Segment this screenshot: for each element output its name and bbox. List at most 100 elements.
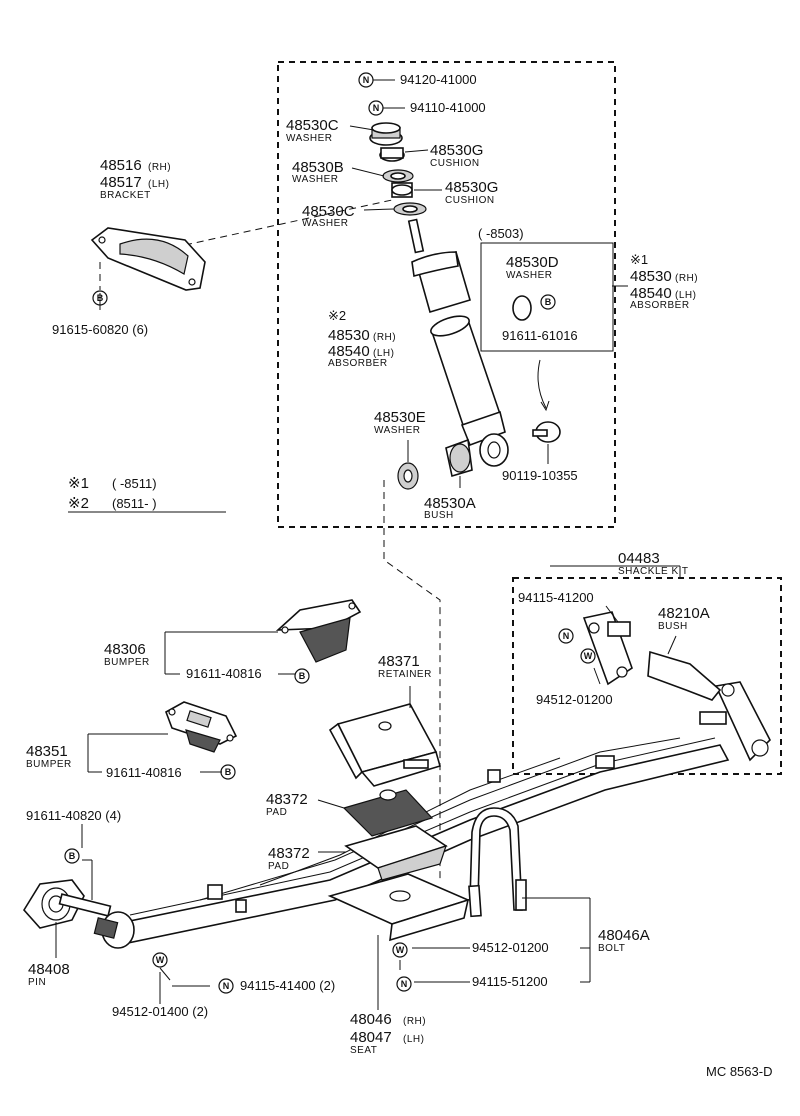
washer-callout-letter: W (396, 945, 405, 955)
label-48540-lh-1: 48540 (630, 285, 672, 302)
label-94512-01400: 94512-01400 (2) (112, 1004, 208, 1019)
label-94115-51200: 94115-51200 (472, 974, 548, 989)
label-48372-lower: 48372 (268, 845, 310, 862)
nut-callout-letter: N (563, 631, 570, 641)
label-48351: 48351 (26, 743, 68, 760)
absorber-group-box (277, 61, 616, 528)
name-cushion-1: CUSHION (430, 158, 480, 169)
note2-mark: ※2 (68, 495, 89, 512)
label-91611-40816-1: 91611-40816 (186, 666, 262, 681)
lh-tag-bracket: (LH) (148, 179, 169, 190)
label-94512-01200-shackle: 94512-01200 (536, 692, 613, 707)
name-pad-2: PAD (268, 861, 289, 872)
washer-callout-circle (152, 952, 168, 968)
bolt-callout-circle (540, 294, 556, 310)
name-bush-2: BUSH (658, 621, 688, 632)
label-48530g-upper: 48530G (430, 142, 483, 159)
name-washer-2: WASHER (292, 174, 339, 185)
label-94110-41000: 94110-41000 (410, 100, 486, 115)
bumper-48306 (275, 599, 362, 663)
label-48530d: 48530D (506, 254, 559, 271)
name-bracket: BRACKET (100, 190, 151, 201)
nut-callout-letter: N (223, 981, 230, 991)
name-pin: PIN (28, 977, 46, 988)
label-range-8503: ( -8503) (478, 226, 524, 241)
label-91611-40820: 91611-40820 (4) (26, 808, 121, 823)
label-94115-41400: 94115-41400 (2) (240, 978, 335, 993)
rh-tag-1: (RH) (675, 273, 698, 284)
label-mark1-absorber: ※1 (630, 252, 648, 267)
label-48046a: 48046A (598, 927, 650, 944)
label-48047: 48047 (350, 1029, 392, 1046)
label-48530-rh-2: 48530 (328, 327, 370, 344)
name-retainer: RETAINER (378, 669, 432, 680)
bolt-callout-letter: B (225, 767, 232, 777)
pin-48408 (23, 879, 135, 949)
label-48371: 48371 (378, 653, 420, 670)
note1-mark: ※1 (68, 475, 89, 492)
nut-callout-circle (558, 628, 574, 644)
label-48530c-upper: 48530C (286, 117, 339, 134)
name-washer-4: WASHER (506, 270, 553, 281)
nut-callout-circle (396, 976, 412, 992)
connector-line-center (383, 480, 441, 880)
bolt-callout-letter: B (299, 671, 306, 681)
label-91611-40816-2: 91611-40816 (106, 765, 182, 780)
bolt-callout-letter: B (69, 851, 76, 861)
label-94115-41200: 94115-41200 (518, 590, 594, 605)
name-absorber-2: ABSORBER (328, 358, 388, 369)
nut-callout-letter: N (373, 103, 380, 113)
name-pad-1: PAD (266, 807, 287, 818)
note2-range: (8511- ) (112, 496, 157, 511)
label-94120-41000: 94120-41000 (400, 72, 477, 87)
nut-callout-letter: N (363, 75, 370, 85)
absorber-inset-box (480, 242, 614, 352)
bracket-part (90, 227, 206, 291)
bolt-callout-circle (294, 668, 310, 684)
name-washer-3: WASHER (302, 218, 349, 229)
leader-lines (55, 79, 681, 1010)
label-48408: 48408 (28, 961, 70, 978)
label-48210a: 48210A (658, 605, 710, 622)
name-bolt: BOLT (598, 943, 625, 954)
label-48046: 48046 (350, 1011, 392, 1028)
connector-line-bracket (184, 199, 393, 246)
pad-48372-lower (344, 825, 448, 881)
name-absorber-1: ABSORBER (630, 300, 690, 311)
seat-48046 (327, 873, 471, 942)
diagram-code: MC 8563-D (706, 1064, 772, 1079)
label-48517: 48517 (100, 174, 142, 191)
bumper-48351 (165, 701, 238, 753)
shackle-parts (582, 611, 771, 762)
label-48540-lh-2: 48540 (328, 343, 370, 360)
label-04483: 04483 (618, 550, 660, 567)
u-bolt-48046A (468, 807, 527, 918)
bolt-callout-letter: B (545, 297, 552, 307)
name-washer-5: WASHER (374, 425, 421, 436)
label-48530b: 48530B (292, 159, 344, 176)
absorber-assembly (369, 122, 561, 490)
label-48530c-lower: 48530C (302, 203, 355, 220)
name-seat: SEAT (350, 1045, 377, 1056)
lh-tag-seat: (LH) (403, 1034, 424, 1045)
label-91611-61016: 91611-61016 (502, 328, 578, 343)
washer-callout-circle (580, 648, 596, 664)
label-48530e: 48530E (374, 409, 426, 426)
washer-callout-circle (392, 942, 408, 958)
label-48530g-lower: 48530G (445, 179, 498, 196)
note1-range: ( -8511) (112, 476, 157, 491)
retainer-48371 (328, 703, 441, 787)
washer-callout-letter: W (584, 651, 593, 661)
label-48516: 48516 (100, 157, 142, 174)
nut-callout-circle (218, 978, 234, 994)
nut-callout-letter: N (401, 979, 408, 989)
name-bush-1: BUSH (424, 510, 454, 521)
rh-tag-bracket: (RH) (148, 162, 171, 173)
label-48530a: 48530A (424, 495, 476, 512)
label-91615-60820: 91615-60820 (6) (52, 322, 148, 337)
rh-tag-seat: (RH) (403, 1016, 426, 1027)
label-90119-10355: 90119-10355 (502, 468, 578, 483)
name-washer-1: WASHER (286, 133, 333, 144)
washer-callout-letter: W (156, 955, 165, 965)
